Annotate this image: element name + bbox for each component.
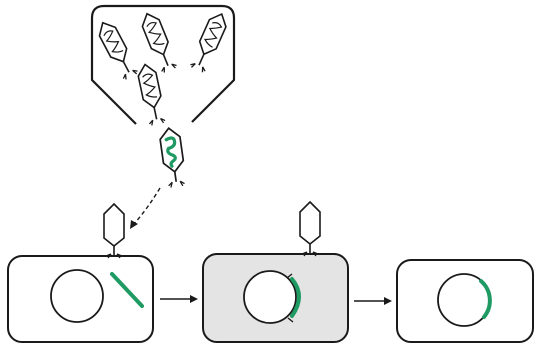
- circular-chromosome-icon: [243, 270, 297, 324]
- bacteriophage-icon: [141, 12, 178, 74]
- lysing-host-cell: [90, 4, 236, 125]
- bacterial-cell-icon: [7, 255, 154, 343]
- bacteriophage-icon: [98, 21, 140, 82]
- attached-phage-empty: [299, 200, 321, 257]
- bacterial-cell-3: [396, 259, 534, 343]
- lysing-host-cell-outline: [90, 4, 236, 125]
- attached-phage-empty: [103, 202, 125, 259]
- phage-dna-coil: [146, 21, 165, 45]
- phage-dna-coil: [142, 73, 158, 98]
- arrow-icon: [190, 295, 198, 303]
- phage-dna-coil: [103, 30, 124, 53]
- bacteriophage-icon: [137, 63, 167, 127]
- integrated-prophage-dna: [479, 279, 492, 319]
- arrow-icon: [384, 297, 392, 305]
- bacteriophage-icon: [188, 12, 227, 74]
- bacterial-cell-2: [202, 200, 349, 343]
- released-phage-with-dna: [159, 127, 186, 189]
- step-arrow-1: [160, 295, 198, 303]
- injected-phage-dna: [110, 272, 144, 308]
- infection-path-arrow: [130, 187, 161, 229]
- phage-dna-coil: [203, 22, 223, 48]
- step-arrow-2: [354, 297, 392, 305]
- phage-dna-icon: [164, 136, 177, 168]
- circular-chromosome-icon: [50, 269, 104, 323]
- bacterial-cell-icon: [396, 259, 534, 343]
- phage-dna-recombining: [290, 277, 301, 318]
- arrow-icon: [130, 220, 138, 229]
- bacterial-cell-1: [7, 202, 154, 343]
